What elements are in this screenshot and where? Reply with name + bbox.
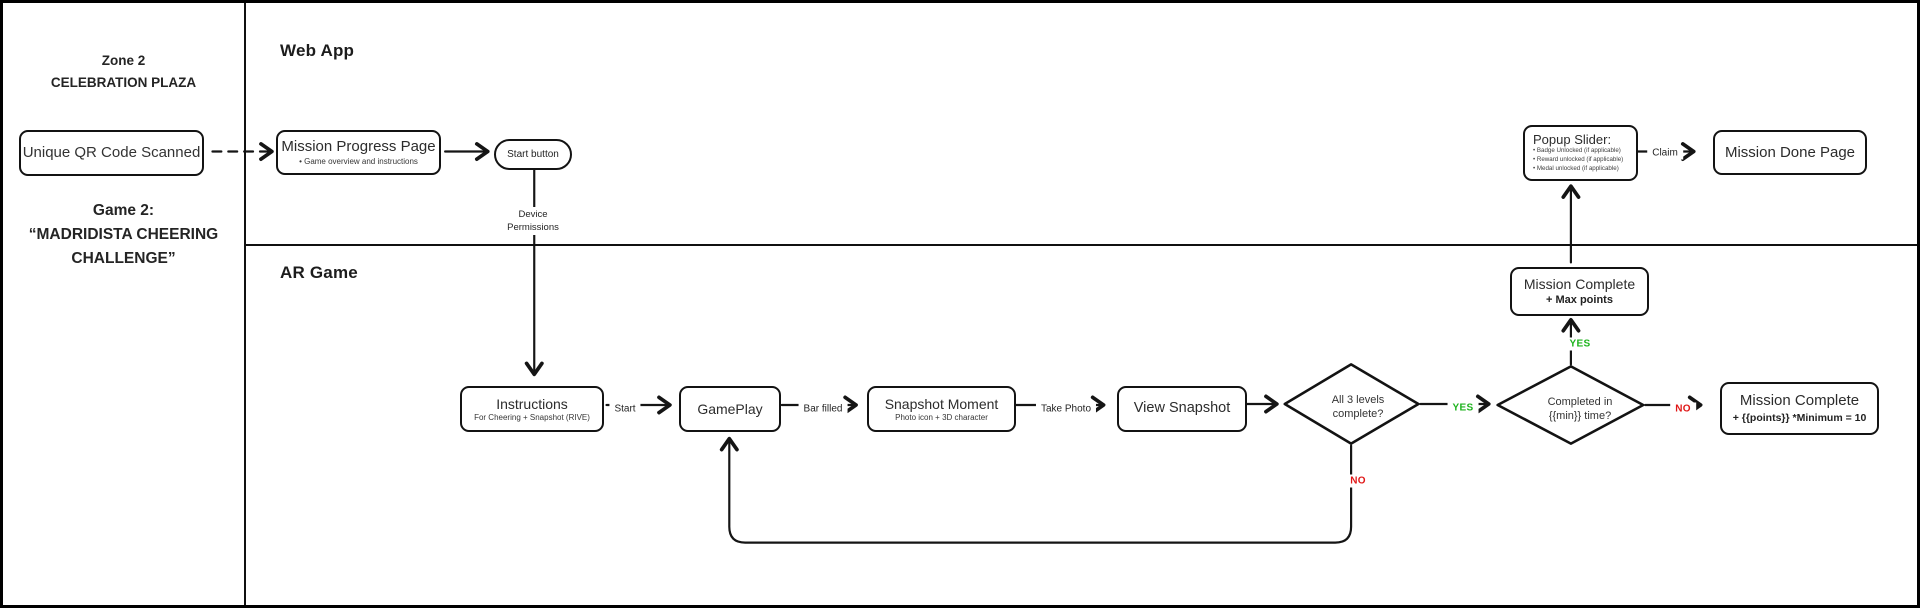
node-mission-done-page[interactable]: Mission Done Page <box>1713 130 1867 175</box>
snapshot-moment-title: Snapshot Moment <box>884 395 999 412</box>
lane-header-web-app: Web App <box>280 41 355 60</box>
mission-complete-max-subtitle: + Max points <box>1546 293 1613 306</box>
game-title-line3: CHALLENGE” <box>71 250 176 267</box>
lane-header-ar-game: AR Game <box>280 263 358 282</box>
popup-slider-bullet: Reward unlocked (if applicable) <box>1533 156 1623 165</box>
node-mission-complete-max-points[interactable]: Mission Complete + Max points <box>1510 267 1649 316</box>
mission-complete-points-title: Mission Complete <box>1739 392 1860 410</box>
zone-title-line1: Zone 2 <box>101 53 146 68</box>
lane-divider <box>246 244 1917 247</box>
instructions-title: Instructions <box>496 395 568 412</box>
sidebar-divider <box>244 3 247 605</box>
node-mission-complete-points[interactable]: Mission Complete + {{points}} *Minimum =… <box>1720 382 1879 435</box>
game-title: Game 2: “MADRIDISTA CHEERING CHALLENGE” <box>3 199 244 271</box>
node-snapshot-moment[interactable]: Snapshot Moment Photo icon + 3D characte… <box>867 386 1016 432</box>
snapshot-moment-subtitle: Photo icon + 3D character <box>895 413 988 423</box>
take-photo-wire-label: Take Photo <box>1035 402 1097 416</box>
start-button[interactable]: Start button <box>494 139 572 170</box>
popup-slider-title: Popup Slider: <box>1533 131 1612 147</box>
mission-complete-points-subtitle: + {{points}} *Minimum = 10 <box>1732 412 1867 425</box>
view-snapshot-label: View Snapshot <box>1133 400 1231 417</box>
mission-progress-title: Mission Progress Page <box>281 138 436 156</box>
instructions-subtitle: For Cheering + Snapshot (RIVE) <box>474 413 590 423</box>
decision-time-label: Completed in {{min}} time? <box>1547 396 1613 422</box>
decision-levels-label: All 3 levels complete? <box>1331 394 1385 420</box>
claim-wire-label: Claim <box>1647 146 1683 160</box>
game-title-line2: “MADRIDISTA CHEERING <box>28 226 219 243</box>
start-button-label: Start button <box>507 148 559 160</box>
popup-slider-bullet: Badge Unlocked (if applicable) <box>1533 147 1621 156</box>
device-permissions-label: Device Permissions <box>501 207 565 235</box>
node-instructions[interactable]: Instructions For Cheering + Snapshot (RI… <box>460 386 604 432</box>
arrow-decision1-no-loop <box>719 436 1353 544</box>
mission-complete-max-title: Mission Complete <box>1523 276 1636 293</box>
node-mission-progress-page[interactable]: Mission Progress Page • Game overview an… <box>276 130 441 175</box>
no-label-decision1: NO <box>1345 474 1371 488</box>
popup-slider-bullet: Medal unlocked (if applicable) <box>1533 165 1619 174</box>
mission-done-label: Mission Done Page <box>1724 143 1856 161</box>
zone-title-line2: CELEBRATION PLAZA <box>50 75 197 90</box>
decision-diamond-levels[interactable] <box>1283 363 1420 445</box>
node-popup-slider[interactable]: Popup Slider: Badge Unlocked (if applica… <box>1523 125 1638 181</box>
qr-node-label: Unique QR Code Scanned <box>22 144 201 162</box>
node-gameplay[interactable]: GamePlay <box>679 386 781 432</box>
yes-label-decision1: YES <box>1447 401 1479 415</box>
mission-progress-subtitle: • Game overview and instructions <box>299 157 418 167</box>
decision-diamond-time[interactable] <box>1496 365 1645 445</box>
yes-label-decision2: YES <box>1564 337 1596 351</box>
node-view-snapshot[interactable]: View Snapshot <box>1117 386 1247 432</box>
start-wire-label: Start <box>609 402 641 416</box>
node-unique-qr-code-scanned[interactable]: Unique QR Code Scanned <box>19 130 204 176</box>
gameplay-label: GamePlay <box>697 400 763 417</box>
game-title-line1: Game 2: <box>92 202 155 219</box>
no-label-decision2: NO <box>1670 402 1696 416</box>
zone-title: Zone 2 CELEBRATION PLAZA <box>3 50 244 94</box>
bar-filled-wire-label: Bar filled <box>798 402 848 416</box>
